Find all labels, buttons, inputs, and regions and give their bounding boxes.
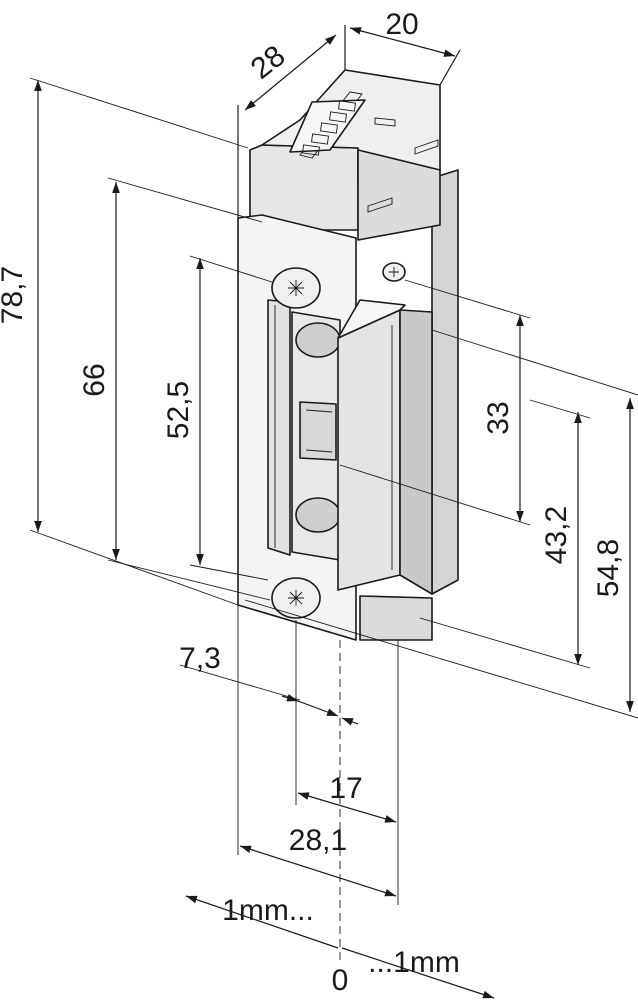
dimension-lines	[29, 25, 638, 999]
label-dim-17: 17	[329, 772, 362, 805]
label-dim-43-2: 43,2	[540, 506, 573, 564]
label-dim-28-1: 28,1	[289, 824, 347, 857]
label-height-66: 66	[78, 363, 111, 396]
label-dim-33: 33	[482, 401, 515, 434]
label-dim-7-3: 7,3	[179, 642, 221, 675]
label-adjust-right: ...1mm	[368, 946, 460, 979]
screw-top-icon	[271, 267, 321, 309]
label-adjust-left: 1mm...	[222, 894, 314, 927]
label-height-52-5: 52,5	[162, 381, 195, 439]
label-width-top: 20	[385, 8, 418, 41]
label-zero: 0	[332, 964, 349, 997]
strike-body	[237, 69, 459, 641]
screw-bottom-icon	[271, 577, 321, 619]
label-dim-54-8: 54,8	[592, 539, 625, 597]
latch-rollers	[295, 322, 341, 533]
label-depth: 28	[245, 39, 292, 86]
terminal-block	[289, 91, 439, 213]
label-height-total: 78,7	[0, 266, 29, 324]
dimension-labels: 28 20 78,7 66 52,5 33 43,2 54,8 7,3 17 2…	[0, 8, 625, 997]
